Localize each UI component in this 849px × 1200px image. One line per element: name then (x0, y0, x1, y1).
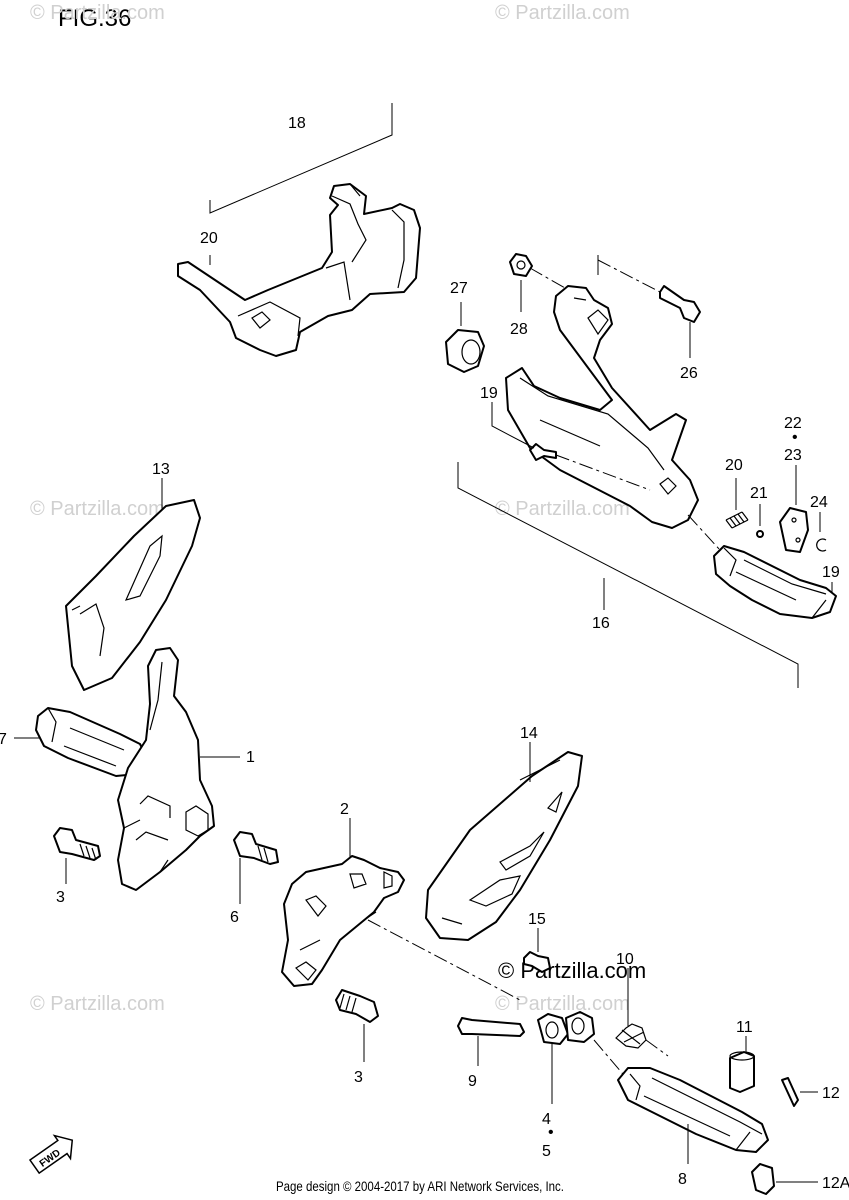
callout-10: 11 (736, 1019, 753, 1036)
fwd-arrow-icon: FWD (28, 1134, 74, 1175)
dash-19 (687, 514, 721, 551)
part-11-spring (615, 1023, 647, 1049)
part-3-bolt-right (335, 989, 379, 1023)
part-13-heel-plate (65, 499, 201, 691)
watermark: © Partzilla.com (30, 2, 165, 24)
part-27-bolt (659, 285, 701, 323)
watermark: © Partzilla.com (30, 993, 165, 1015)
callout-19: 19 (822, 564, 840, 581)
part-21-spring (725, 511, 749, 529)
callout-14: 14 (520, 725, 538, 742)
separator-23-24: • (792, 429, 798, 446)
part-8-peg (617, 1067, 769, 1153)
callout-22: 21 (750, 485, 768, 502)
callout-21: 20 (725, 457, 743, 474)
part-6-bolt (233, 831, 279, 865)
part-24-plate (779, 507, 809, 553)
part-15-screw (523, 951, 551, 973)
part-5-bracket (565, 1011, 595, 1043)
watermark: © Partzilla.com (495, 2, 630, 24)
callout-3b: 3 (354, 1069, 363, 1086)
figure-title: FIG.36 (58, 5, 132, 32)
callout-26: 27 (450, 280, 468, 297)
callout-1: 1 (246, 749, 255, 766)
part-25-clip (816, 538, 827, 552)
leader-16 (209, 103, 393, 214)
callout-17: 16 (592, 615, 610, 632)
watermark: © Partzilla.com (495, 498, 630, 520)
callout-13: 13 (152, 461, 170, 478)
part-14-heel-guard (425, 751, 583, 941)
footer-copyright: Page design © 2004-2017 by ARI Network S… (276, 1178, 564, 1194)
callout-28: 28 (510, 321, 528, 338)
dash-27 (597, 259, 661, 293)
callout-11: 10 (616, 951, 634, 968)
callout-2: 2 (340, 801, 349, 818)
watermark-prominent: © Partzilla.com (498, 958, 647, 983)
callout-7: 7 (0, 731, 7, 748)
callout-4: 4 (542, 1111, 551, 1128)
callout-24: 23 (784, 447, 802, 464)
callout-12: 12 (822, 1085, 840, 1102)
callout-23: 22 (784, 415, 802, 432)
leader-20 (491, 402, 535, 449)
callout-6: 6 (230, 909, 239, 926)
part-7-peg (35, 707, 149, 777)
callout-25: 24 (810, 494, 828, 511)
part-17-bracket (505, 285, 699, 529)
dash-20 (555, 454, 651, 491)
dash-2 (367, 919, 521, 1001)
callout-5: 5 (542, 1143, 551, 1160)
part-26-collar (445, 329, 485, 373)
dash-28 (529, 267, 566, 289)
part-1-bracket (117, 647, 215, 891)
part-9-pin (457, 1017, 525, 1037)
leader-17 (457, 462, 799, 688)
part-4-washer (537, 1013, 569, 1045)
watermark: © Partzilla.com (30, 498, 165, 520)
part-12-pin (781, 1077, 799, 1107)
callout-27: 26 (680, 365, 698, 382)
callout-20: 19 (480, 385, 498, 402)
part-12a-fitting (751, 1163, 775, 1195)
callout-8: 8 (678, 1171, 687, 1188)
callout-3a: 3 (56, 889, 65, 906)
callout-12a: 12A (822, 1175, 849, 1192)
callout-16: 18 (288, 115, 306, 132)
part-10-collar (729, 1051, 755, 1093)
separator-4-5: • (548, 1124, 554, 1141)
part-28-nut (509, 253, 533, 277)
callout-15: 15 (528, 911, 546, 928)
part-3-bolt-left (53, 827, 101, 861)
callout-9: 9 (468, 1073, 477, 1090)
part-22-ball (756, 530, 764, 538)
part-19-peg (713, 545, 837, 619)
callout-18: 20 (200, 230, 218, 247)
part-2-bracket (281, 855, 405, 987)
part-18-bracket (177, 183, 421, 357)
watermark: © Partzilla.com (495, 993, 630, 1015)
dash-11 (645, 1039, 669, 1057)
